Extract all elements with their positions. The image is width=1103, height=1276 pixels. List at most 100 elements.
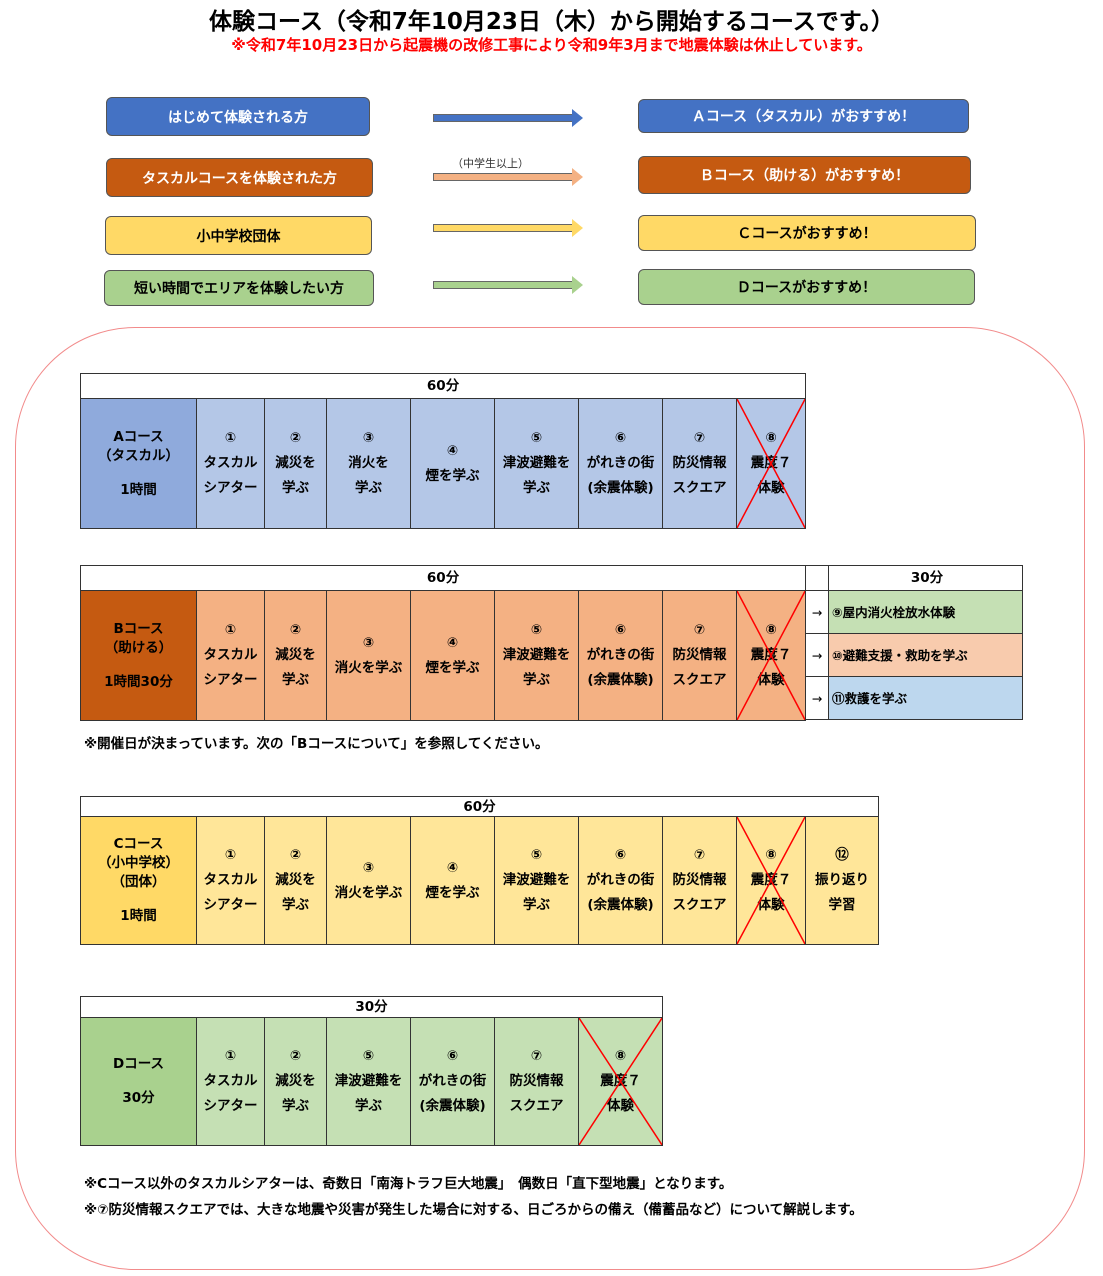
course-name-line [81, 1074, 196, 1089]
station-cell: ⑦ 防災情報スクエア [662, 816, 737, 945]
station-label: 学ぶ [355, 480, 382, 496]
suspended-cross-icon [737, 399, 805, 528]
station-label: 学ぶ [282, 897, 309, 913]
course-name-line [81, 466, 196, 481]
station-label: 煙を学ぶ [425, 884, 480, 901]
station-label: スクエア [672, 480, 727, 496]
station-label: 体験 [757, 672, 785, 688]
station-label: ⑤ [530, 430, 543, 446]
station-label: (余震体験) [587, 672, 654, 688]
station-label: 学ぶ [282, 672, 309, 688]
station-label: 学ぶ [282, 480, 309, 496]
course-name-line: （小中学校） [98, 855, 179, 871]
audience-box: 短い時間でエリアを体験したい方 [104, 270, 374, 306]
recommended-course-box: Ａコース（タスカル）がおすすめ！ [638, 99, 969, 133]
course-name-line: 1時間 [120, 481, 157, 498]
recommended-course-box: Ｄコースがおすすめ！ [638, 269, 975, 305]
course-name-line: Cコース [113, 836, 164, 852]
station-label: ③ [362, 430, 375, 446]
course-name-line [81, 892, 196, 907]
station-label: 津波避難を [502, 872, 571, 888]
duration-header: 60分 [79, 796, 880, 817]
station-label: ⑧ [765, 622, 777, 638]
station-label: ② [289, 622, 302, 638]
audience-box: 小中学校団体 [105, 216, 372, 255]
station-label: ⑦ [693, 847, 706, 863]
station-label: ④ [446, 634, 459, 651]
station-label: ② [289, 847, 302, 863]
course-name-line: Bコース [113, 620, 164, 637]
station-label: シアター [203, 480, 258, 496]
station-label: 防災情報 [672, 872, 727, 888]
course-name-line: 1時間 [120, 908, 157, 924]
blank-cell [805, 565, 829, 591]
station-label: ④ [446, 859, 459, 876]
station-label: 体験 [757, 897, 785, 913]
station-label: 消火を学ぶ [334, 884, 403, 901]
station-label: (余震体験) [587, 480, 654, 496]
recommended-course-box: Ｂコース（助ける）がおすすめ！ [638, 156, 971, 194]
station-label: がれきの街 [418, 1073, 487, 1089]
station-label: 防災情報 [509, 1073, 564, 1089]
station-label: タスカル [203, 872, 258, 888]
recommended-course-box: Ｃコースがおすすめ！ [638, 215, 976, 251]
station-label: ④ [446, 442, 459, 459]
station-label: スクエア [672, 897, 727, 913]
suspended-cross-icon [737, 817, 805, 944]
station-label: ① [224, 1048, 237, 1064]
station-label: 学習 [828, 897, 856, 913]
station-label: ② [289, 430, 302, 446]
station-label: 学ぶ [523, 672, 550, 688]
station-cell: ⑥ がれきの街 (余震体験) [410, 1017, 495, 1146]
station-label: 学ぶ [282, 1098, 309, 1114]
station-label: ① [224, 430, 237, 446]
duration-header: 30分 [79, 996, 664, 1018]
station-label: ⑧ [765, 847, 777, 863]
station-label: 減災を [275, 1073, 316, 1089]
footnote-square: ※⑦防災情報スクエアでは、大きな地震や災害が発生した場合に対する、日ごろからの備… [84, 1202, 863, 1218]
station-cell: ② 減災を学ぶ [264, 590, 327, 721]
extra-station-cell: ⑪救護を学ぶ [828, 676, 1023, 720]
station-cell: ⑧震度７体験 [735, 398, 807, 529]
station-label: ⑤ [530, 847, 543, 863]
station-label: 防災情報 [672, 455, 727, 471]
arrow-right-icon [433, 109, 583, 127]
station-label: ⑤ [530, 622, 543, 638]
station-label: ⑥ [614, 430, 627, 446]
station-label: ⑥ [614, 847, 627, 863]
station-label: ③ [362, 634, 375, 651]
station-label: タスカル [203, 647, 258, 663]
arrow-right-icon [433, 276, 583, 294]
duration-header: 60分 [79, 373, 807, 399]
station-label: 体験 [607, 1098, 635, 1114]
station-label: ⑦ [693, 622, 706, 638]
station-label: がれきの街 [586, 872, 655, 888]
station-label: 学ぶ [355, 1098, 382, 1114]
course-name-line: Aコース [113, 428, 164, 445]
station-label: ⑥ [446, 1048, 459, 1064]
station-label: 煙を学ぶ [425, 467, 480, 484]
audience-box: タスカルコースを体験された方 [106, 158, 373, 197]
course-name-line: 1時間30分 [104, 673, 173, 690]
station-label: シアター [203, 672, 258, 688]
suspended-cross-icon [579, 1018, 662, 1145]
station-label: 減災を [275, 647, 316, 663]
station-label: (余震体験) [587, 897, 654, 913]
station-label: (余震体験) [419, 1098, 486, 1114]
station-cell: ⑥ がれきの街 (余震体験) [578, 816, 663, 945]
course-name-line: （タスカル） [98, 447, 179, 464]
station-label: タスカル [203, 1073, 258, 1089]
